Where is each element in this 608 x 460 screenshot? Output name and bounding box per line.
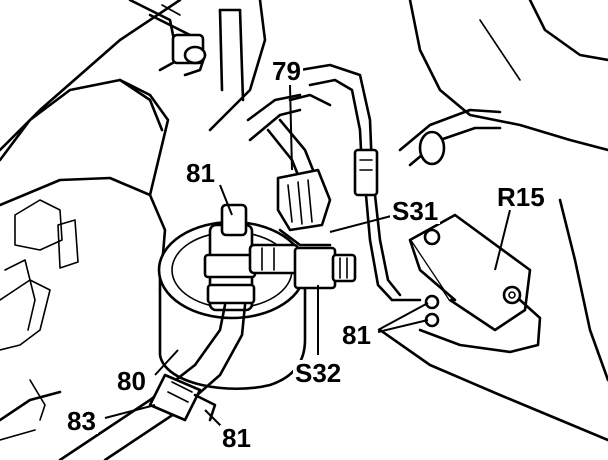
callout-79: 79	[270, 56, 303, 86]
vertical-tube	[218, 8, 245, 102]
callout-83: 83	[65, 406, 98, 436]
valve-block	[203, 203, 300, 312]
callout-r15: R15	[495, 182, 547, 212]
callout-81-bottom: 81	[220, 423, 253, 453]
callout-s31: S31	[390, 196, 441, 226]
body-panel	[0, 0, 182, 441]
leader-s31	[329, 214, 396, 233]
right-hose	[398, 108, 502, 167]
leader-81-top	[219, 184, 233, 216]
hose-83	[58, 303, 247, 460]
wiring-harness	[246, 63, 402, 302]
callout-s32: S32	[293, 358, 344, 388]
connector-79	[276, 168, 332, 247]
leader-81-right	[377, 302, 429, 333]
resistor-r15	[390, 213, 542, 354]
right-fender	[378, 198, 608, 442]
callout-81-top: 81	[184, 158, 217, 188]
switch-s32	[293, 246, 357, 290]
leader-83	[104, 404, 156, 419]
callout-81-right: 81	[340, 320, 373, 350]
leader-r15	[494, 209, 511, 271]
callout-80: 80	[115, 366, 148, 396]
leader-lines	[104, 84, 511, 431]
leader-80	[154, 349, 179, 376]
firewall-outline	[208, 0, 608, 152]
top-connector	[128, 0, 207, 77]
leader-79	[289, 84, 293, 171]
